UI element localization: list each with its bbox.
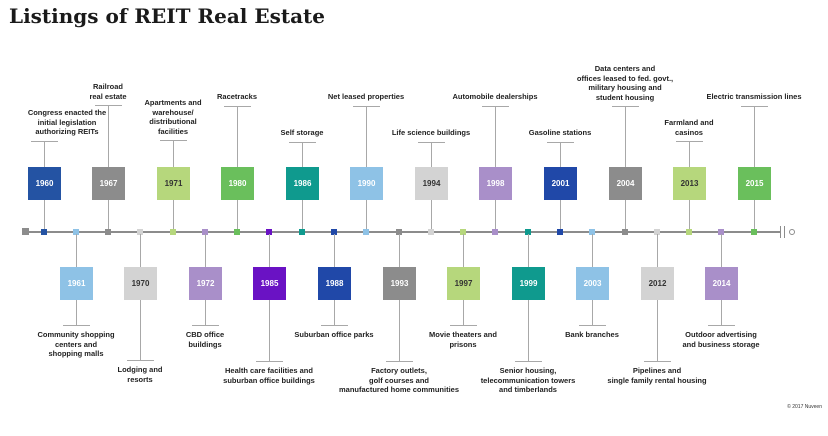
axis-tick xyxy=(41,229,47,235)
timeline-end-break xyxy=(780,226,785,238)
year-box: 1970 xyxy=(124,267,157,300)
axis-tick xyxy=(622,229,628,235)
year-box: 1994 xyxy=(415,167,448,200)
axis-tick xyxy=(428,229,434,235)
event-label: Pipelines and single family rental housi… xyxy=(607,366,707,385)
page-title: Listings of REIT Real Estate xyxy=(9,4,326,28)
event-label: Electric transmission lines xyxy=(706,92,802,101)
year-box: 1998 xyxy=(479,167,512,200)
connector-cap xyxy=(741,105,768,107)
connector-cap xyxy=(547,141,574,143)
connector-cap xyxy=(127,360,154,361)
connector-cap xyxy=(418,141,445,143)
year-box: 1988 xyxy=(318,267,351,300)
connector-cap xyxy=(289,141,316,143)
connector-cap xyxy=(482,105,509,107)
axis-tick xyxy=(137,229,143,235)
event-label: Gasoline stations xyxy=(528,128,592,137)
connector-cap xyxy=(63,325,90,326)
year-box: 2003 xyxy=(576,267,609,300)
year-box: 1997 xyxy=(447,267,480,300)
event-label: Health care facilities and suburban offi… xyxy=(223,366,315,385)
year-box: 1999 xyxy=(512,267,545,300)
connector-cap xyxy=(95,105,122,106)
event-label: Community shopping centers and shopping … xyxy=(37,330,115,358)
connector-cap xyxy=(644,361,671,362)
axis-tick xyxy=(589,229,595,235)
axis-tick xyxy=(266,229,272,235)
axis-tick xyxy=(654,229,660,235)
year-box: 1985 xyxy=(253,267,286,300)
axis-tick xyxy=(751,229,757,235)
event-label: Lodging and resorts xyxy=(117,365,163,384)
event-label: Self storage xyxy=(280,128,324,137)
year-box: 1971 xyxy=(157,167,190,200)
timeline-end-marker xyxy=(789,229,795,235)
event-label: Automobile dealerships xyxy=(452,92,538,101)
connector-cap xyxy=(160,140,187,141)
event-label: Racetracks xyxy=(216,92,258,101)
axis-tick xyxy=(170,229,176,235)
axis-tick xyxy=(299,229,305,235)
year-box: 1961 xyxy=(60,267,93,300)
event-label: Congress enacted the initial legislation… xyxy=(27,108,107,136)
axis-tick xyxy=(202,229,208,235)
event-label: Farmland and casinos xyxy=(664,118,714,137)
connector-cap xyxy=(386,361,413,362)
event-label: Bank branches xyxy=(565,330,619,339)
axis-tick xyxy=(460,229,466,235)
event-label: Outdoor advertising and business storage xyxy=(682,330,760,349)
connector-cap xyxy=(192,325,219,326)
year-box: 1990 xyxy=(350,167,383,200)
year-box: 2001 xyxy=(544,167,577,200)
event-label: Railroad real estate xyxy=(89,82,127,101)
connector-cap xyxy=(31,140,58,142)
event-label: Factory outlets, golf courses and manufa… xyxy=(338,366,460,394)
axis-tick xyxy=(718,229,724,235)
year-box: 1967 xyxy=(92,167,125,200)
axis-tick xyxy=(363,229,369,235)
connector-cap xyxy=(224,105,251,107)
year-box: 2004 xyxy=(609,167,642,200)
axis-tick xyxy=(686,229,692,235)
year-box: 2013 xyxy=(673,167,706,200)
event-label: Data centers and offices leased to fed. … xyxy=(576,64,674,102)
timeline-start-marker xyxy=(22,228,29,235)
event-label: Net leased properties xyxy=(327,92,405,101)
connector-cap xyxy=(450,325,477,326)
year-box: 2015 xyxy=(738,167,771,200)
year-box: 1993 xyxy=(383,267,416,300)
axis-tick xyxy=(73,229,79,235)
event-label: Life science buildings xyxy=(391,128,471,137)
axis-tick xyxy=(331,229,337,235)
axis-tick xyxy=(525,229,531,235)
connector-cap xyxy=(515,361,542,362)
copyright-note: © 2017 Nuveen xyxy=(787,404,822,410)
axis-tick xyxy=(557,229,563,235)
year-box: 1960 xyxy=(28,167,61,200)
connector-cap xyxy=(676,141,703,142)
year-box: 1980 xyxy=(221,167,254,200)
year-box: 1986 xyxy=(286,167,319,200)
connector-cap xyxy=(579,325,606,326)
event-label: Suburban office parks xyxy=(294,330,374,339)
axis-tick xyxy=(396,229,402,235)
axis-tick xyxy=(234,229,240,235)
year-box: 2014 xyxy=(705,267,738,300)
event-label: Movie theaters and prisons xyxy=(429,330,497,349)
axis-tick xyxy=(492,229,498,235)
connector-cap xyxy=(321,325,348,326)
axis-tick xyxy=(105,229,111,235)
year-box: 2012 xyxy=(641,267,674,300)
connector-cap xyxy=(708,325,735,326)
connector-cap xyxy=(256,361,283,362)
event-label: Senior housing, telecommunication towers… xyxy=(480,366,576,394)
connector-cap xyxy=(353,105,380,107)
connector-cap xyxy=(612,106,639,107)
event-label: Apartments and warehouse/ distributional… xyxy=(144,98,202,136)
event-label: CBD office buildings xyxy=(185,330,225,349)
year-box: 1972 xyxy=(189,267,222,300)
